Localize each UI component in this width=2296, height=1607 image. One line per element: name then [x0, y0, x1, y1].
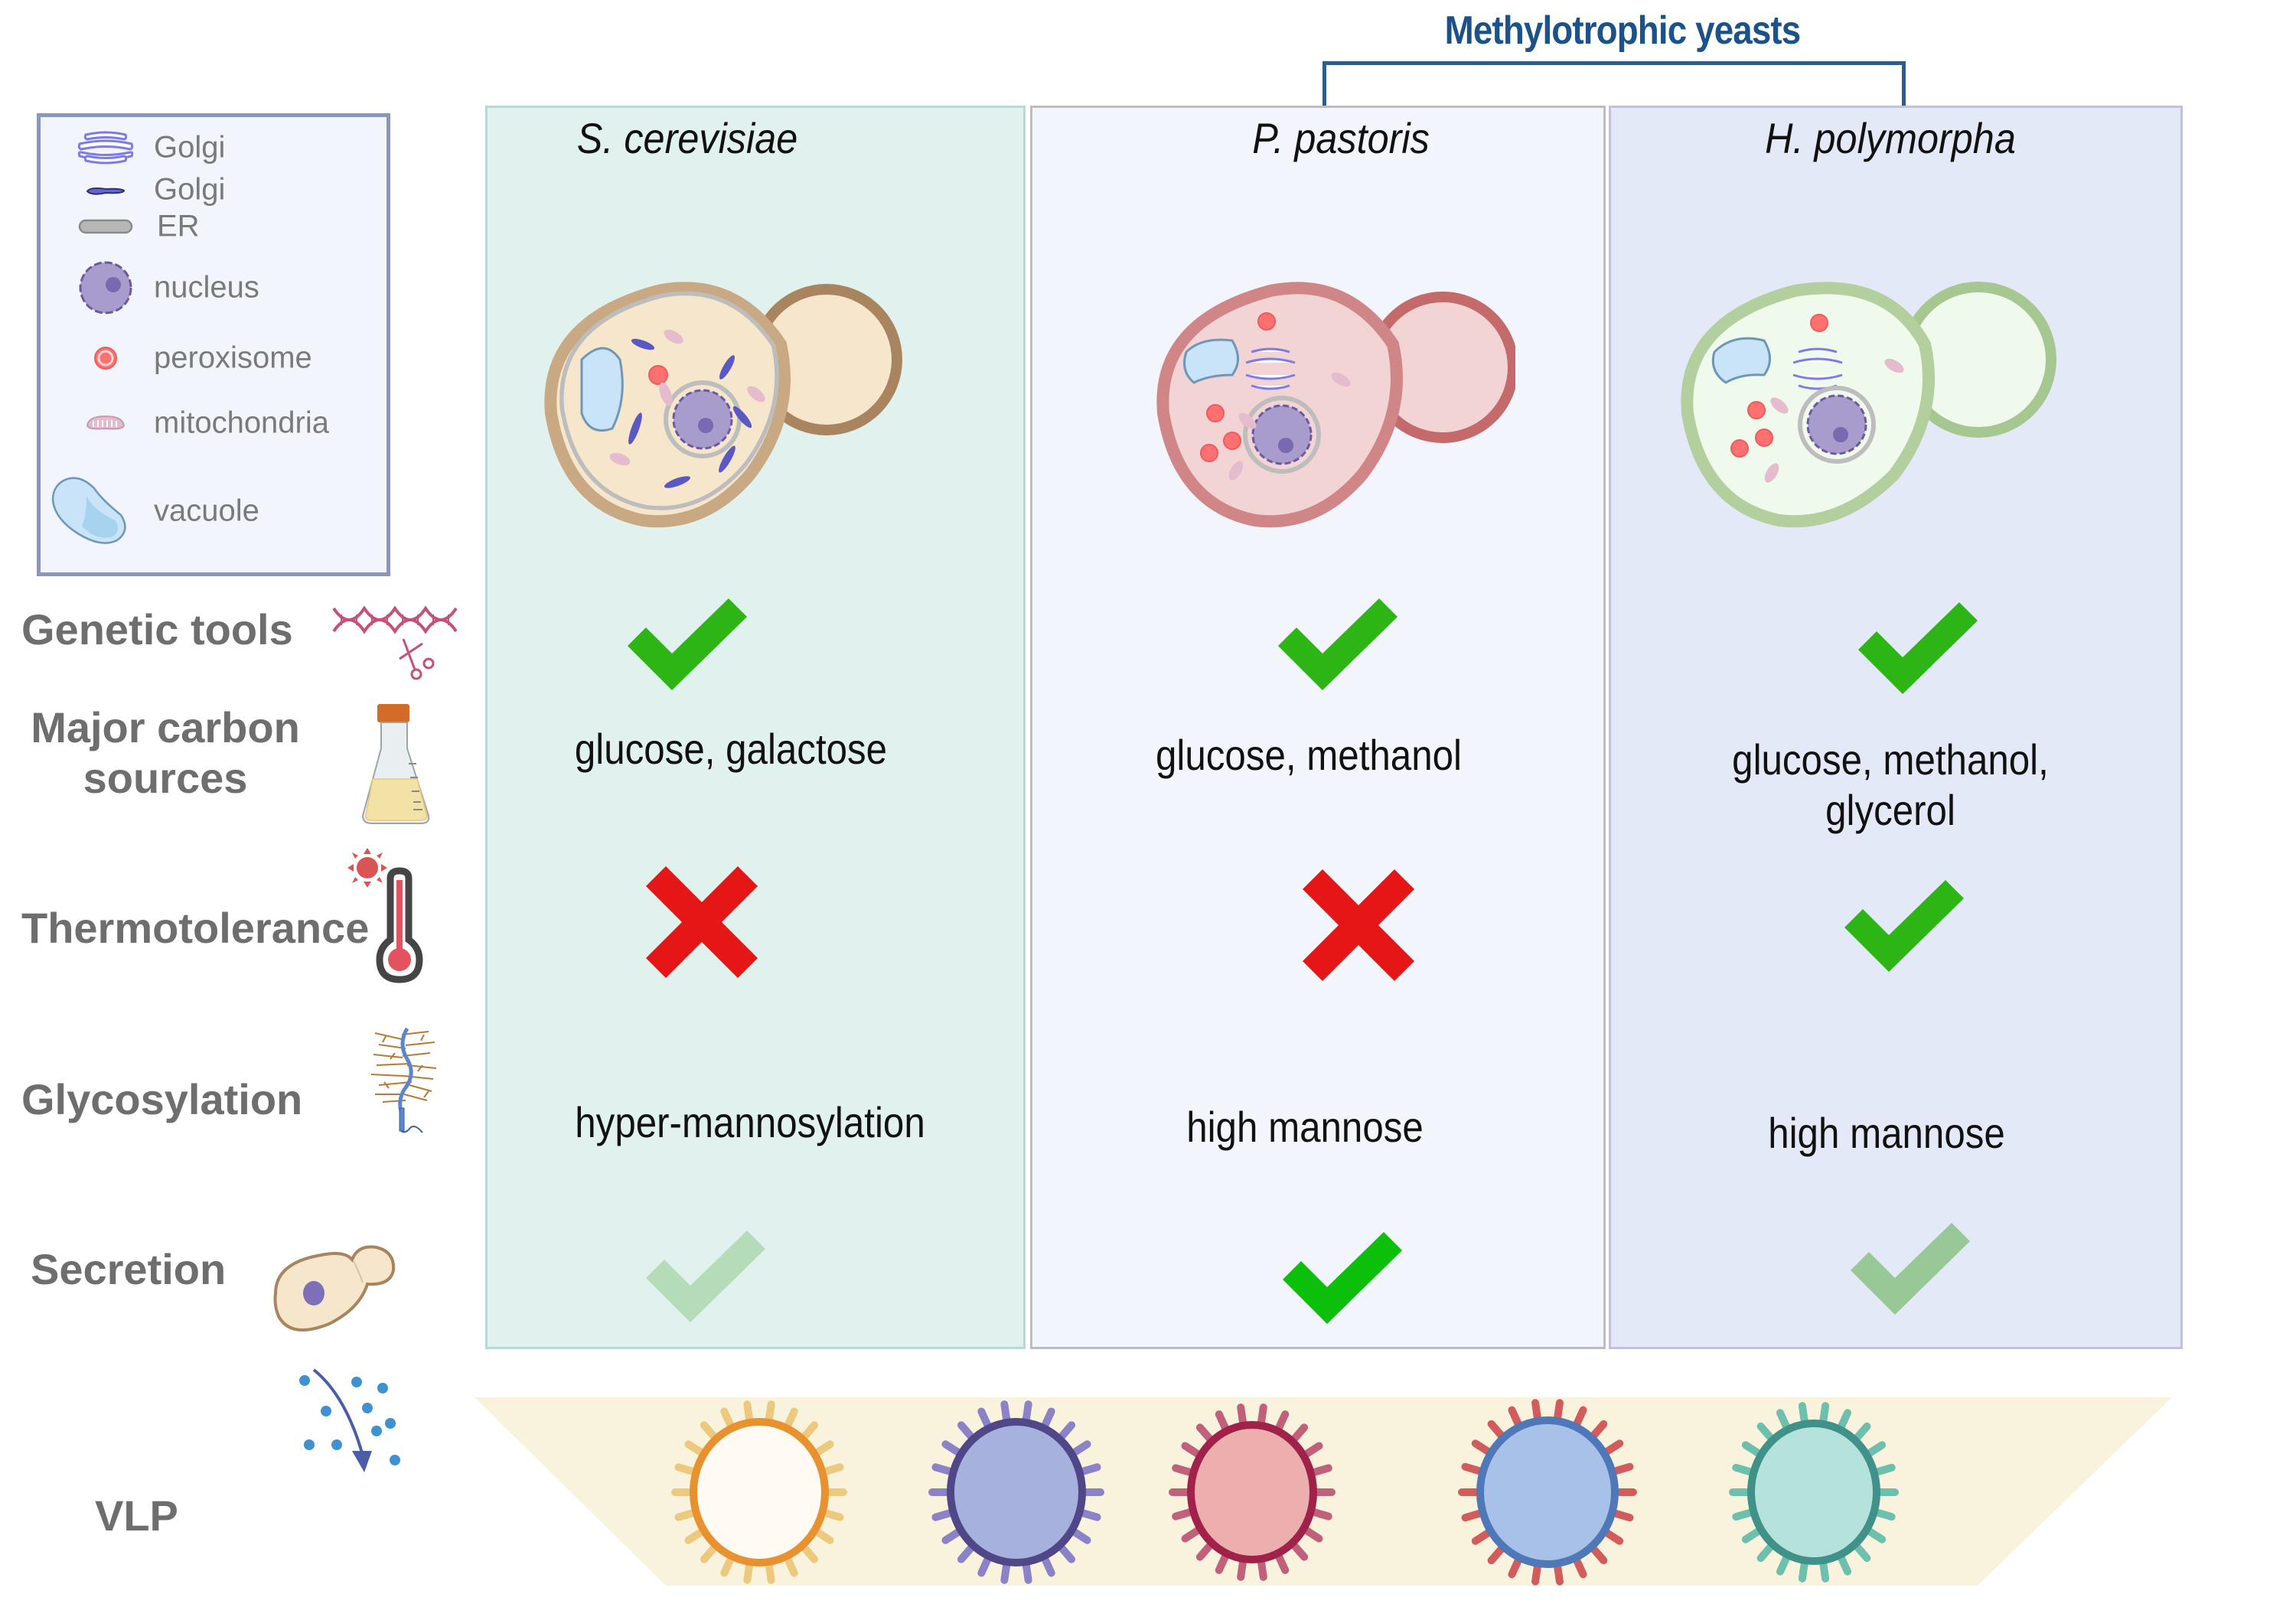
legend-label: ER [157, 209, 200, 243]
species-name-h-polymorpha: H. polymorpha [1765, 114, 2016, 162]
er-icon [64, 207, 148, 246]
glycosylation-p-pastoris: high mannose [1186, 1103, 1424, 1151]
legend-item-golgi-stack: Golgi [41, 125, 386, 171]
glycosylation-h-polymorpha: high mannose [1768, 1109, 2005, 1157]
yeast-cell-icon [268, 1240, 402, 1347]
legend-label: vacuole [154, 494, 259, 528]
vlp-capsid [690, 1418, 829, 1566]
methylotrophic-bracket [1322, 61, 1906, 106]
legend-item-er: ER [41, 207, 386, 246]
legend-label: mitochondria [154, 406, 330, 440]
legend-label: Golgi [154, 172, 226, 207]
check-muted-icon [1851, 1223, 1970, 1315]
check-faded-icon [646, 1231, 765, 1322]
vlp-pink-icon [1169, 1403, 1336, 1581]
vlp-capsid [1187, 1421, 1317, 1563]
check-icon [628, 598, 747, 690]
glycosylation-s-cerevisiae: hyper-mannosylation [575, 1098, 925, 1146]
yeast-cell-illustration-h-polymorpha [1681, 282, 2056, 528]
vlp-capsid [1476, 1416, 1619, 1568]
yeast-cell-illustration-p-pastoris [1156, 282, 1515, 528]
row-label-line: sources [83, 754, 248, 802]
vlp-purple-icon [928, 1400, 1104, 1584]
carbon-source-line: glucose, methanol, [1732, 735, 2049, 784]
dna-scissors-icon [331, 601, 461, 685]
row-label-line: Major carbon [31, 703, 300, 751]
row-label-thermotolerance: Thermotolerance [21, 904, 370, 952]
vlp-blue-icon [1458, 1399, 1637, 1586]
secreted-particles-icon [291, 1365, 413, 1499]
legend-item-nucleus: nucleus [41, 253, 386, 322]
legend-item-golgi-cisterna: Golgi [41, 171, 386, 209]
flask-icon [358, 702, 435, 830]
check-icon [1278, 598, 1397, 690]
golgi-stack-icon [64, 125, 148, 171]
cross-icon [1303, 869, 1414, 981]
golgi-cisterna-icon [64, 171, 148, 209]
row-label-genetic-tools: Genetic tools [21, 605, 293, 654]
row-label-vlp: VLP [95, 1491, 178, 1540]
vlp-capsid [1747, 1420, 1880, 1565]
legend-item-mitochondria: mitochondria [41, 393, 386, 454]
species-name-p-pastoris: P. pastoris [1252, 114, 1430, 162]
vlp-yellow-icon [671, 1400, 847, 1584]
cross-icon [646, 866, 758, 978]
species-name-s-cerevisiae: S. cerevisiae [576, 114, 798, 162]
carbon-sources-p-pastoris: glucose, methanol [1093, 730, 1524, 781]
check-icon [1844, 880, 1964, 972]
legend-label: nucleus [154, 270, 259, 305]
check-bright-icon [1283, 1232, 1402, 1324]
legend-item-vacuole: vacuole [41, 465, 386, 557]
carbon-sources-s-cerevisiae: glucose, galactose [519, 724, 943, 774]
methylotrophic-yeasts-title: Methylotrophic yeasts [1444, 8, 1802, 53]
organelle-legend: Golgi Golgi ER nucleus peroxisome mitoch… [37, 113, 390, 576]
legend-label: Golgi [154, 130, 226, 165]
peroxisome-icon [64, 324, 148, 393]
row-label-glycosylation: Glycosylation [21, 1075, 303, 1123]
check-icon [1858, 602, 1978, 694]
glycoprotein-icon [367, 1025, 440, 1140]
vlp-teal-icon [1729, 1402, 1899, 1583]
row-label-secretion: Secretion [31, 1245, 227, 1293]
mitochondria-icon [64, 393, 148, 454]
thermometer-icon [346, 848, 430, 989]
legend-label: peroxisome [154, 341, 312, 375]
legend-item-peroxisome: peroxisome [41, 324, 386, 393]
carbon-source-line: glycerol [1825, 786, 1955, 834]
carbon-sources-h-polymorpha: glucose, methanol, glycerol [1675, 735, 2105, 836]
vacuole-icon [48, 465, 132, 557]
carbon-source-line: glucose, methanol [1156, 731, 1462, 779]
nucleus-icon [64, 253, 148, 322]
row-label-carbon-sources: Major carbon sources [28, 702, 303, 804]
carbon-source-line: glucose, galactose [574, 725, 888, 773]
yeast-cell-illustration-s-cerevisiae [544, 282, 902, 528]
vlp-capsid [947, 1418, 1086, 1566]
